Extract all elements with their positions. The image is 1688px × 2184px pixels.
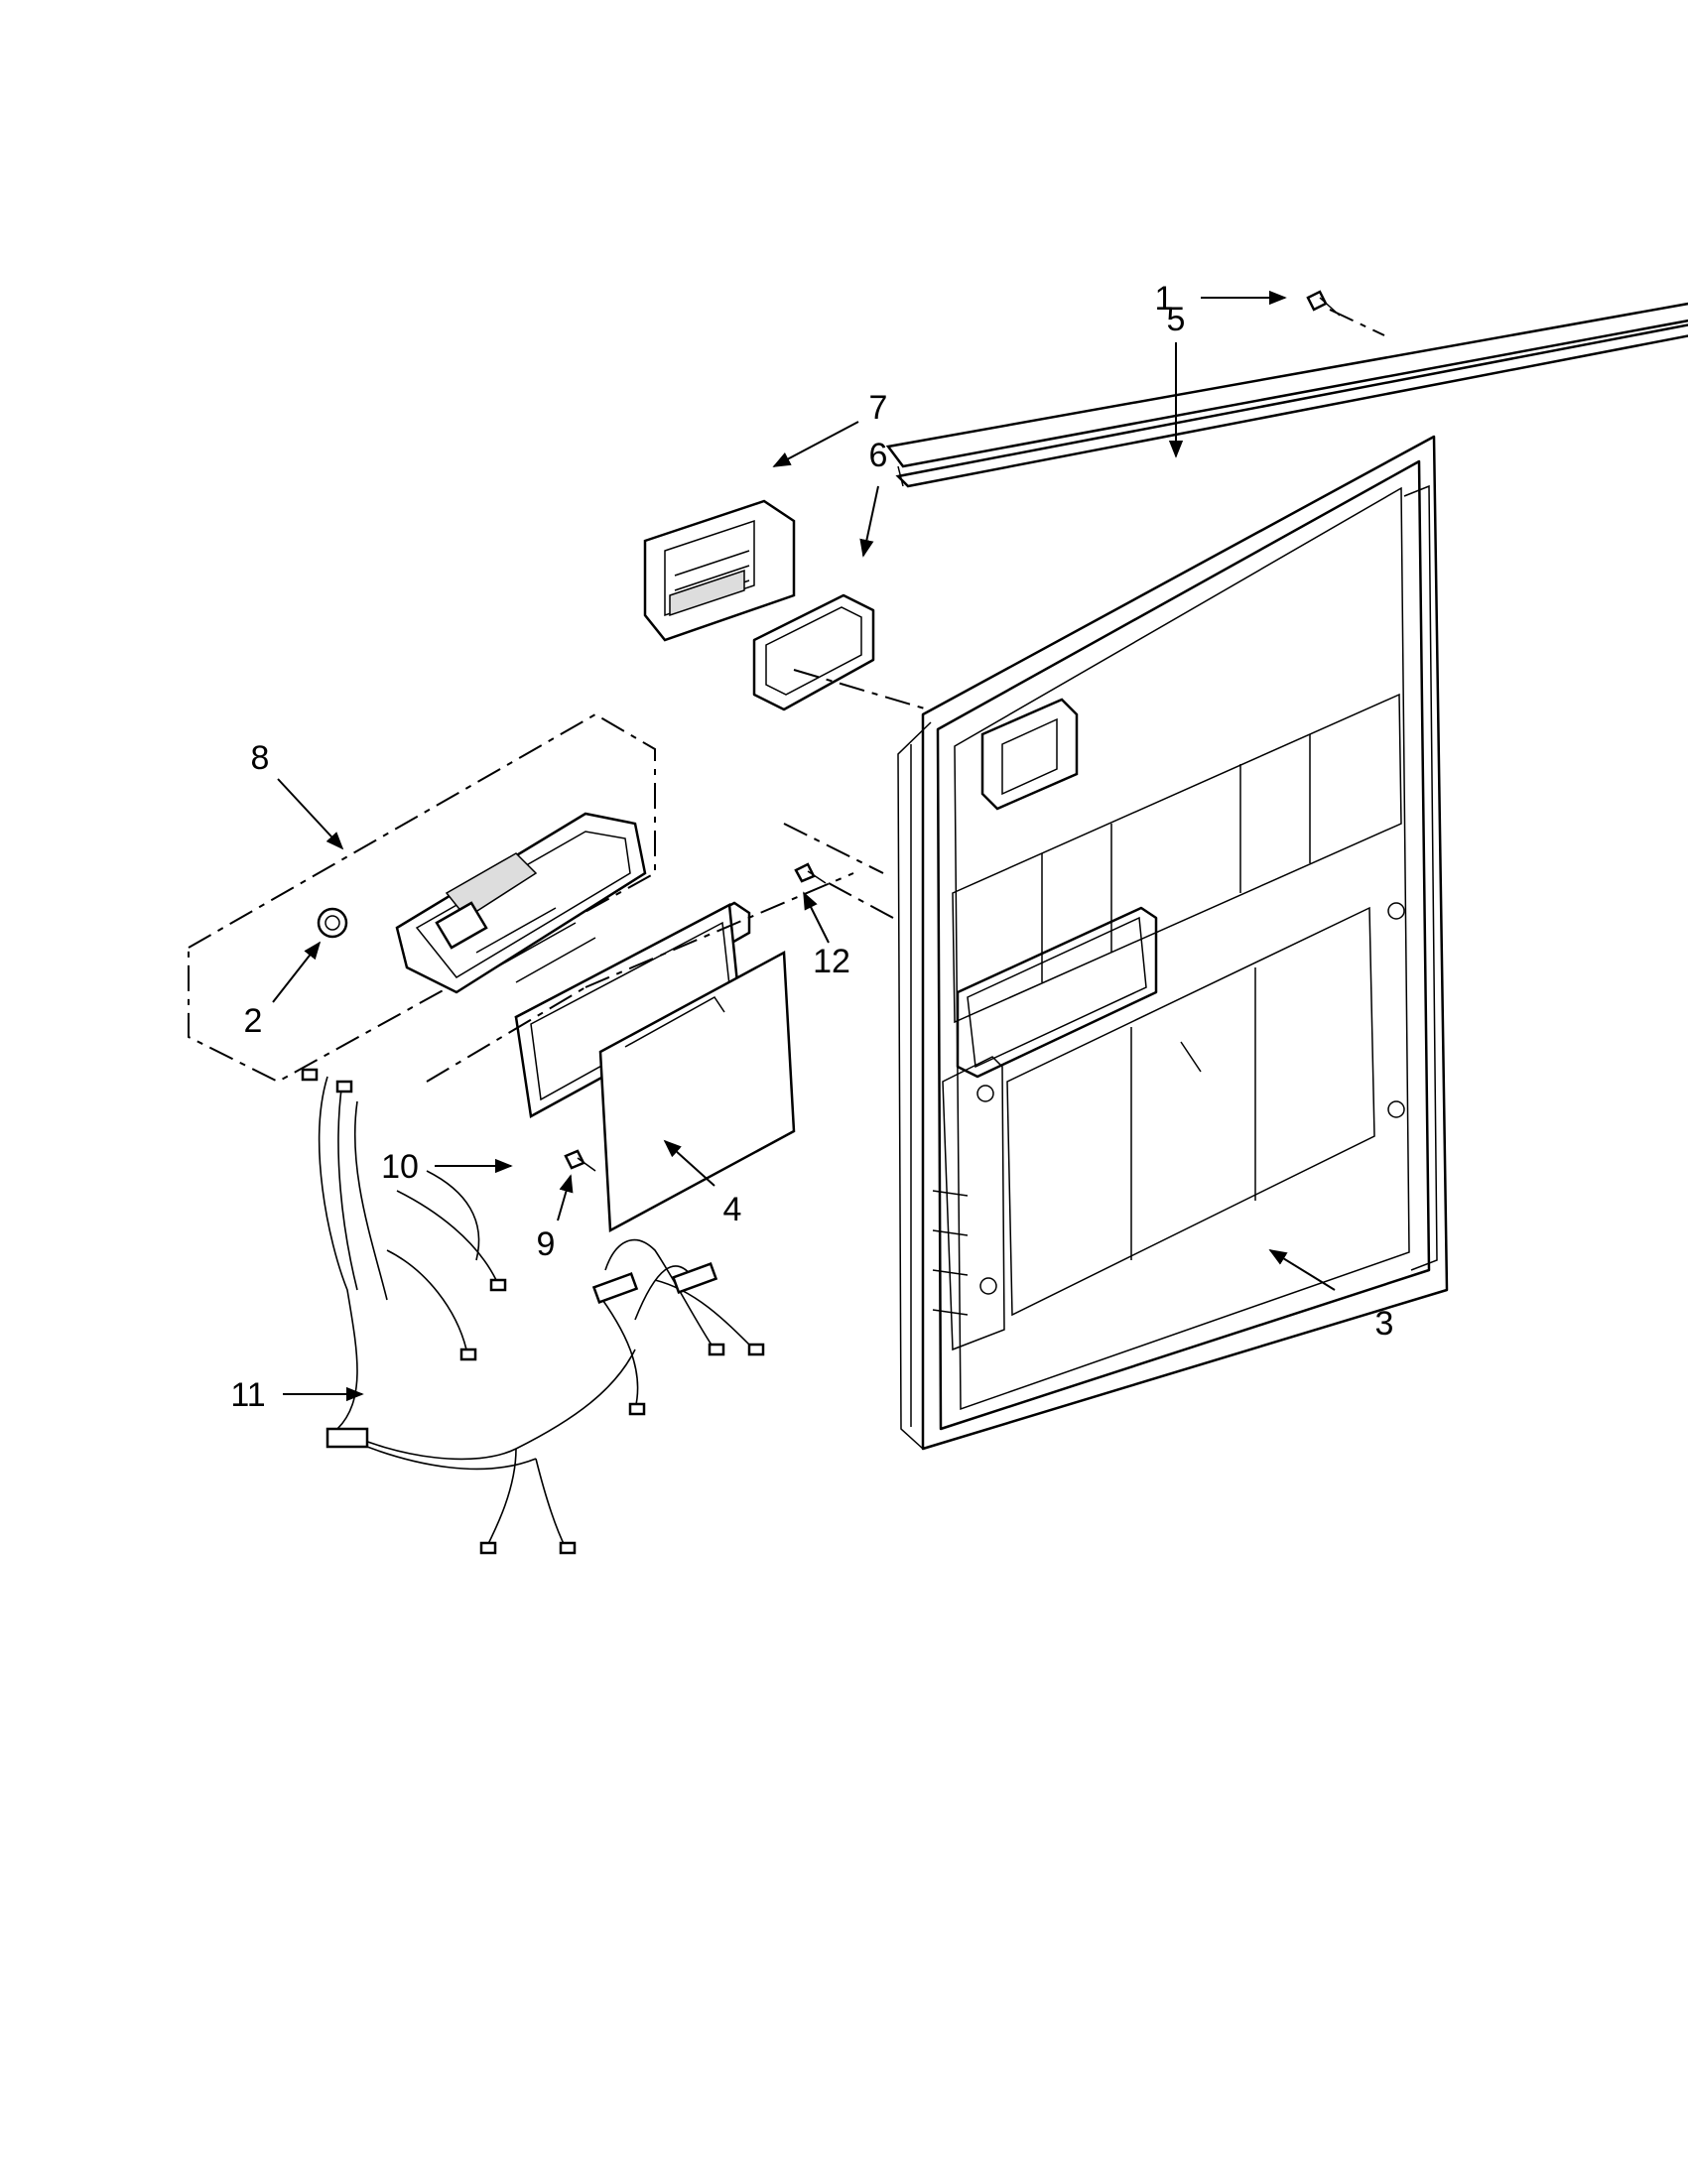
inner-door-panel-part <box>897 435 1449 1451</box>
leader-6 <box>859 485 879 558</box>
callout-2: 2 <box>244 1002 263 1040</box>
vent-part <box>643 499 796 642</box>
callout-11: 11 <box>230 1376 265 1414</box>
leader-7 <box>772 421 859 467</box>
leader-8 <box>277 778 344 850</box>
callout-7: 7 <box>869 389 888 427</box>
screw-part-9 <box>564 1149 596 1172</box>
leader-12 <box>803 891 830 944</box>
control-board-part <box>426 823 884 1233</box>
callout-8: 8 <box>251 739 270 777</box>
screw-part-12 <box>794 862 894 919</box>
callout-1: 1 <box>1155 280 1174 318</box>
callout-12: 12 <box>813 943 850 980</box>
top-trim-strip-part <box>885 302 1688 488</box>
callout-6: 6 <box>869 437 888 474</box>
vent-gasket-part <box>752 593 929 711</box>
leader-9 <box>557 1174 574 1221</box>
leader-2 <box>272 941 322 1003</box>
leader-3 <box>1268 1249 1336 1291</box>
callout-4: 4 <box>723 1191 742 1228</box>
dispenser-assembly-part <box>188 712 656 1084</box>
callout-10: 10 <box>381 1148 419 1186</box>
callout-9: 9 <box>537 1225 556 1263</box>
callout-labels: 1 5 7 6 8 2 10 9 4 12 3 11 <box>230 280 1393 1414</box>
screw-part-1 <box>1306 290 1385 336</box>
leader-4 <box>663 1139 715 1187</box>
leader-lines <box>272 290 1336 1402</box>
callout-3: 3 <box>1375 1305 1394 1343</box>
callout-5: 5 <box>1167 301 1186 338</box>
